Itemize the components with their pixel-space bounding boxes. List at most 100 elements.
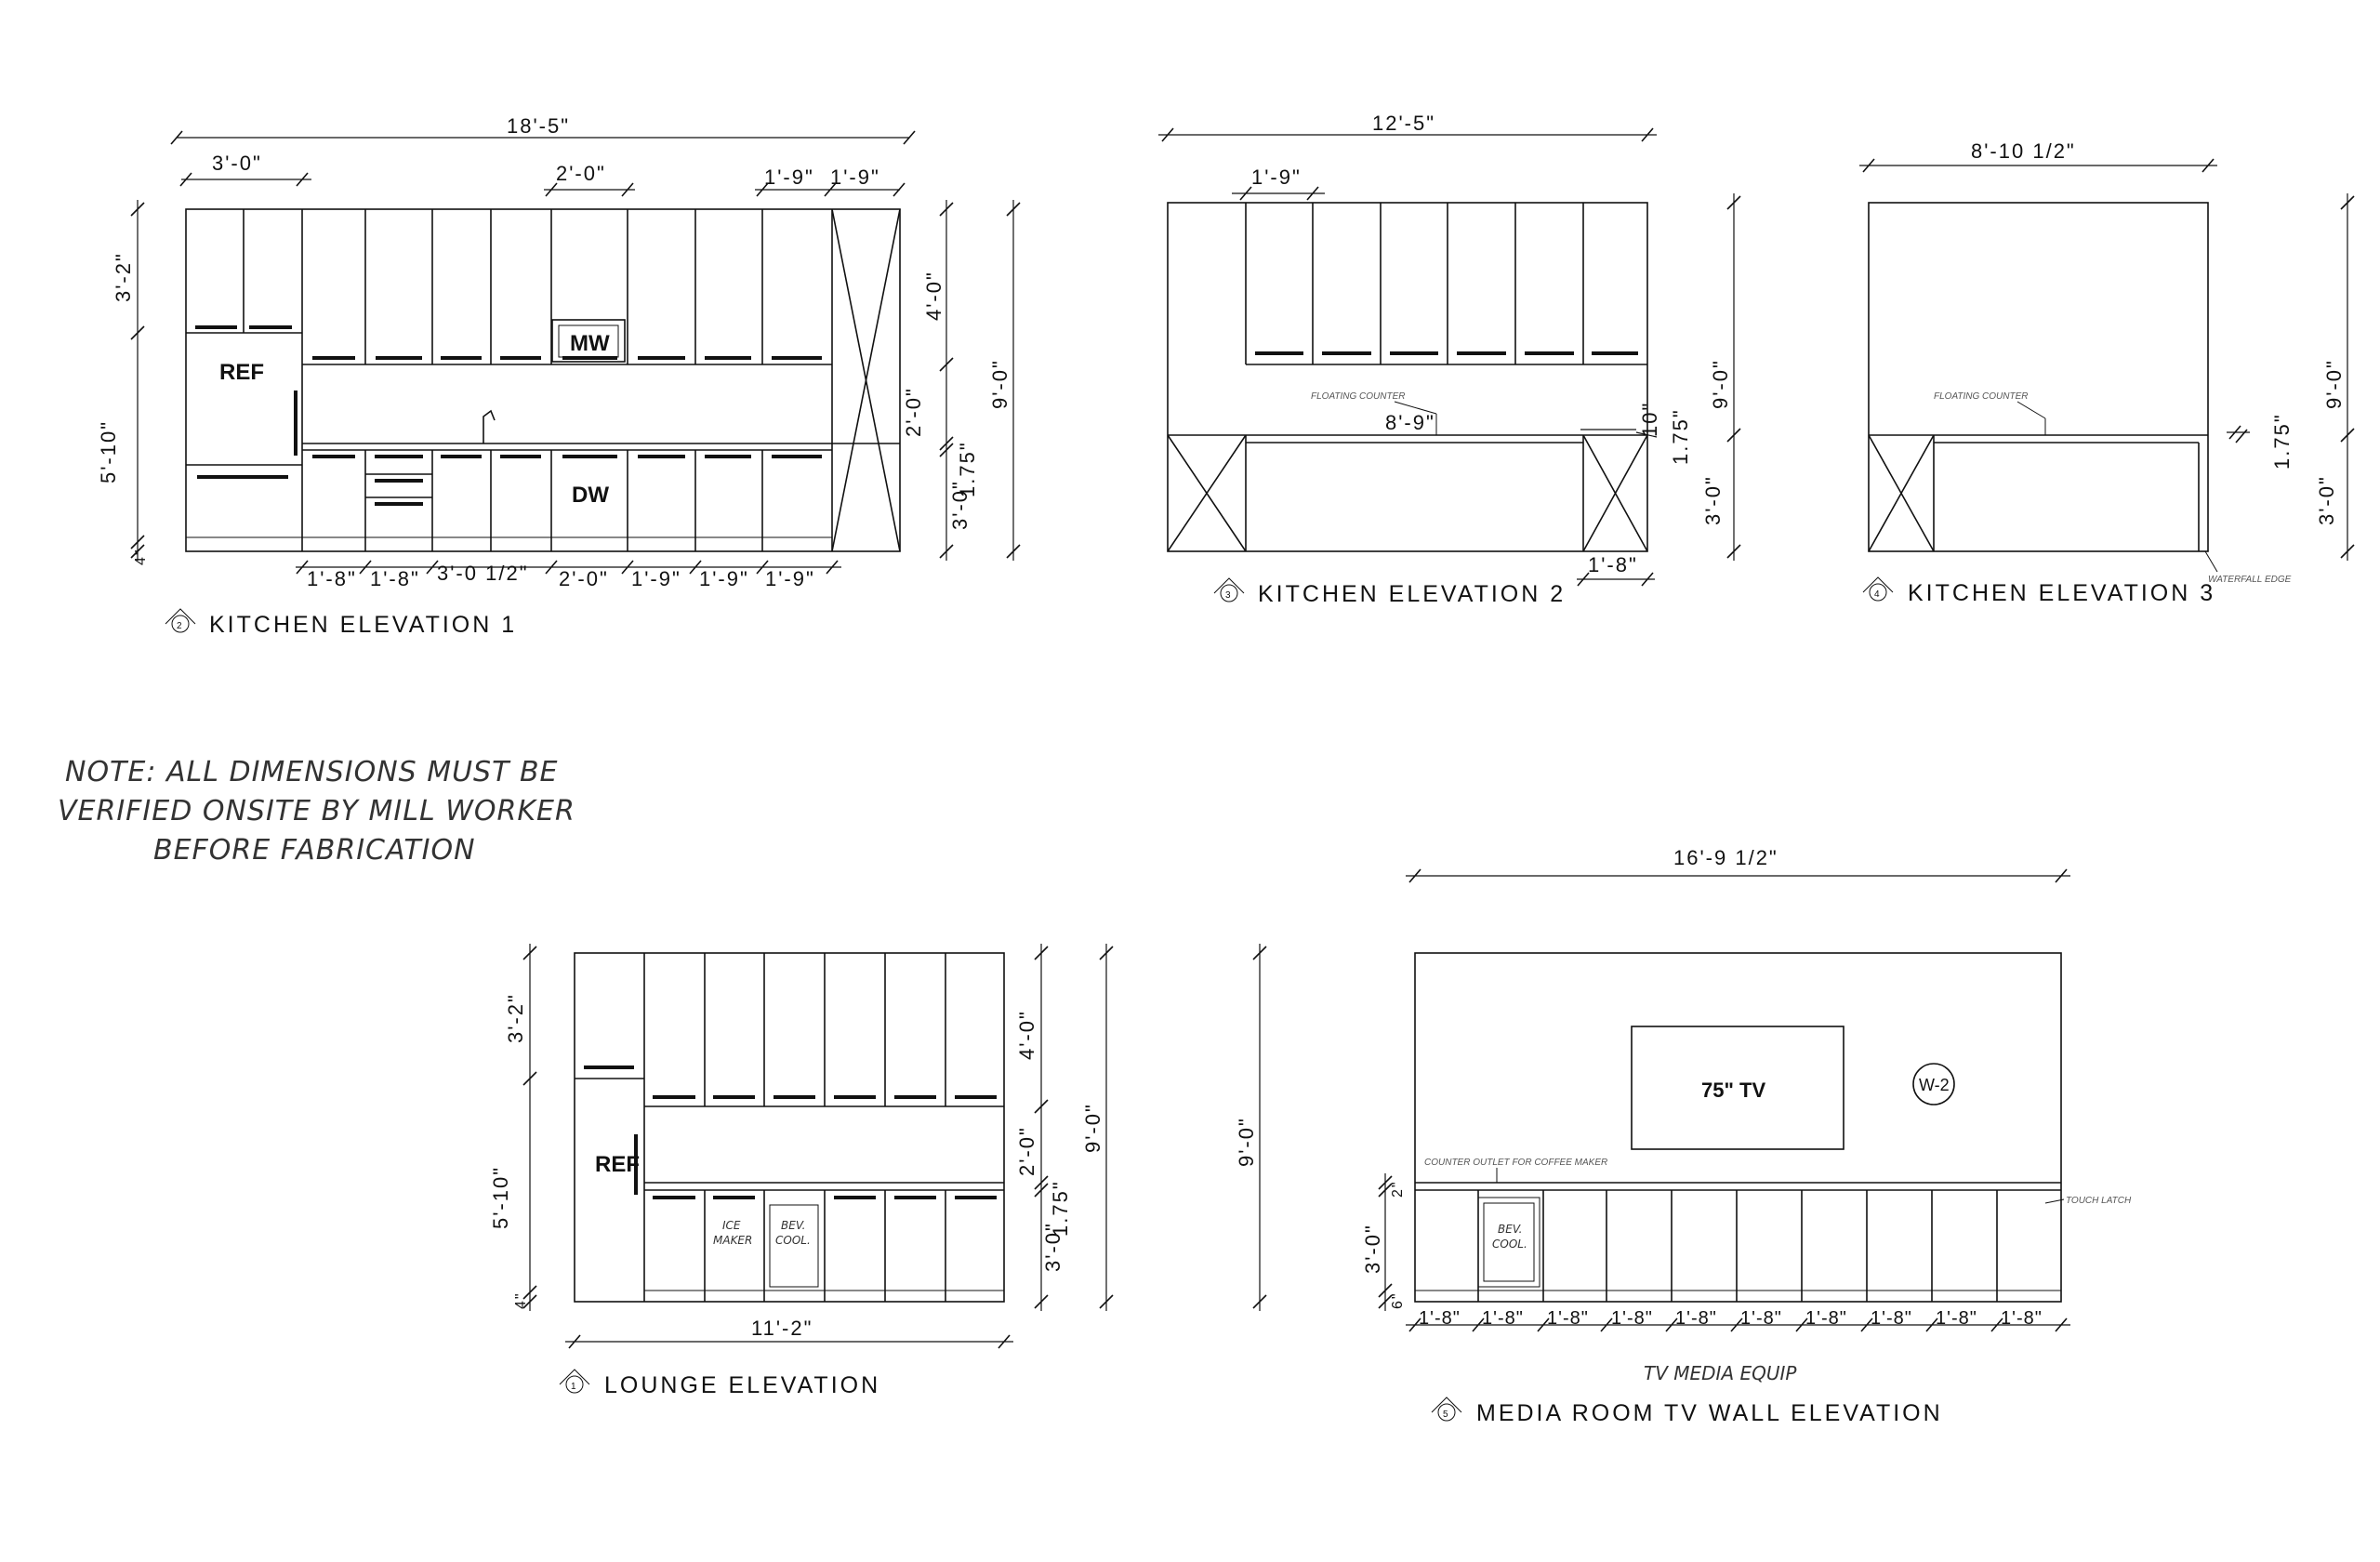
k1-overall-width: 18'-5" [507,114,570,138]
k1-right-total: 9'-0" [988,359,1012,409]
k1-bottom-dim-5: 1'-9" [631,567,681,590]
k3-floating-counter: FLOATING COUNTER [1934,391,2028,402]
k1-bottom-dim-3: 3'-0 1/2" [437,562,529,585]
k3-right-total: 9'-0" [2322,359,2346,409]
k3-right-counter: 1.75" [2270,413,2294,470]
bev-cool-label-2: COOL. [775,1234,811,1247]
media-title: MEDIA ROOM TV WALL ELEVATION [1476,1400,1943,1426]
lounge-left-lower-h: 5'-10" [489,1166,512,1229]
ref-label: REF [219,360,264,385]
wall-tag-badge [1912,1063,1955,1105]
k1-upper-width-2: 2'-0" [556,162,606,185]
k2-right-upper: 10" [1638,402,1661,437]
lounge-right-mid-h: 2'-0" [1015,1126,1038,1176]
k1-left-upper-h: 3'-2" [112,252,135,302]
k1-right-counter: 1.75" [956,441,979,497]
media-bottom-dim-4: 1'-8" [1611,1308,1653,1329]
lounge-right-counter: 1.75" [1049,1180,1072,1237]
k2-bottom-dim: 1'-8" [1588,553,1638,576]
k1-right-lower-h: 3'-0" [948,480,972,530]
k2-title: KITCHEN ELEVATION 2 [1258,581,1566,607]
lounge-overall-width: 11'-2" [751,1317,813,1340]
k1-right-upper-h: 4'-0" [922,271,945,321]
lounge-elevation: REF ICE MAKER BEV. COOL. [489,944,1114,1398]
svg-text:3: 3 [1225,590,1231,601]
kitchen-elevation-1: REF MW [97,114,1021,638]
mw-label: MW [570,331,610,356]
k1-left-base: 4" [133,548,149,565]
section-tag-icon: 1 [559,1369,590,1394]
k2-right-counter: 1.75" [1669,408,1692,465]
media-bottom-dim-5: 1'-8" [1675,1308,1717,1329]
outlet-note: COUNTER OUTLET FOR COFFEE MAKER [1424,1158,1607,1168]
ice-maker-label-2: MAKER [713,1234,752,1247]
k1-bottom-dim-7: 1'-9" [765,567,815,590]
lounge-right-lower-h: 3'-0" [1041,1222,1064,1272]
media-overall-width: 16'-9 1/2" [1673,846,1778,869]
section-tag-icon: 4 [1862,576,1894,602]
k1-right-mid-h: 2'-0" [902,387,925,437]
tv-screen [1631,1026,1844,1150]
k2-floating-counter: FLOATING COUNTER [1311,391,1405,402]
media-equip-label: TV MEDIA EQUIP [1644,1362,1797,1384]
k1-upper-width-4: 1'-9" [830,165,880,189]
svg-text:1: 1 [571,1382,576,1392]
media-counter-h: 2" [1390,1180,1406,1198]
k1-upper-width-1: 3'-0" [212,152,262,175]
k1-bottom-dim-2: 1'-8" [370,567,420,590]
k2-overall-width: 12'-5" [1372,112,1435,135]
media-bottom-dim-6: 1'-8" [1740,1308,1782,1329]
k1-bottom-dim-6: 1'-9" [699,567,749,590]
lounge-title: LOUNGE ELEVATION [604,1372,880,1398]
media-bev-cool-label-2: COOL. [1492,1238,1527,1251]
k2-upper-width: 1'-9" [1251,165,1302,189]
media-bottom-dim-1: 1'-8" [1419,1308,1461,1329]
svg-text:4: 4 [1874,589,1880,600]
k2-counter-width: 8'-9" [1385,411,1435,434]
k3-waterfall-edge: WATERFALL EDGE [2208,575,2292,585]
k1-title: KITCHEN ELEVATION 1 [209,612,517,638]
k2-right-total: 9'-0" [1709,359,1732,409]
media-total-h: 9'-0" [1235,1117,1258,1167]
note-line-2: VERIFIED ONSITE BY MILL WORKER [58,795,575,827]
wall-tag: W-2 [1919,1076,1950,1094]
fabrication-note: NOTE: ALL DIMENSIONS MUST BE VERIFIED ON… [58,756,575,867]
media-lower-h: 3'-0" [1361,1224,1384,1274]
svg-text:2: 2 [177,621,182,631]
section-tag-icon: 3 [1213,577,1245,602]
section-tag-icon: 5 [1431,1397,1462,1422]
svg-text:5: 5 [1443,1410,1448,1420]
lounge-left-upper-h: 3'-2" [504,993,527,1043]
lounge-right-total: 9'-0" [1081,1103,1104,1153]
ice-maker-label-1: ICE [722,1219,741,1232]
dw-label: DW [572,483,609,508]
media-bottom-dim-3: 1'-8" [1547,1308,1589,1329]
lounge-ref-label: REF [595,1152,640,1177]
k3-title: KITCHEN ELEVATION 3 [1908,580,2215,606]
k3-right-lower: 3'-0" [2315,475,2338,525]
media-bev-cool-label-1: BEV. [1498,1223,1522,1236]
media-bottom-dim-8: 1'-8" [1871,1308,1912,1329]
media-bottom-dim-9: 1'-8" [1936,1308,1977,1329]
media-bottom-dim-7: 1'-8" [1805,1308,1847,1329]
k1-bottom-dim-4: 2'-0" [559,567,609,590]
k1-bottom-dim-1: 1'-8" [307,567,357,590]
note-line-1: NOTE: ALL DIMENSIONS MUST BE [65,756,559,788]
k1-left-lower-h: 5'-10" [97,420,120,483]
lounge-right-upper-h: 4'-0" [1015,1010,1038,1060]
k2-right-lower: 3'-0" [1701,475,1725,525]
note-line-3: BEFORE FABRICATION [153,834,476,867]
touch-latch-note: TOUCH LATCH [2066,1196,2132,1206]
kitchen-elevation-2: FLOATING COUNTER 8'-9" 12'-5" 1'-9" 10" … [1158,112,1741,607]
tv-label: 75" TV [1701,1079,1765,1102]
bev-cool-label-1: BEV. [781,1219,805,1232]
media-base-h: 6" [1390,1291,1406,1309]
k3-overall-width: 8'-10 1/2" [1971,139,2076,163]
lounge-left-base: 4" [513,1291,529,1309]
media-bottom-dim-10: 1'-8" [2001,1308,2043,1329]
section-tag-icon: 2 [165,608,196,633]
media-bottom-dim-2: 1'-8" [1482,1308,1524,1329]
k1-upper-width-3: 1'-9" [764,165,814,189]
media-room-tv-wall-elevation: 75" TV W-2 BEV. COOL. COUNTER OUTLET FOR… [1235,846,2132,1426]
